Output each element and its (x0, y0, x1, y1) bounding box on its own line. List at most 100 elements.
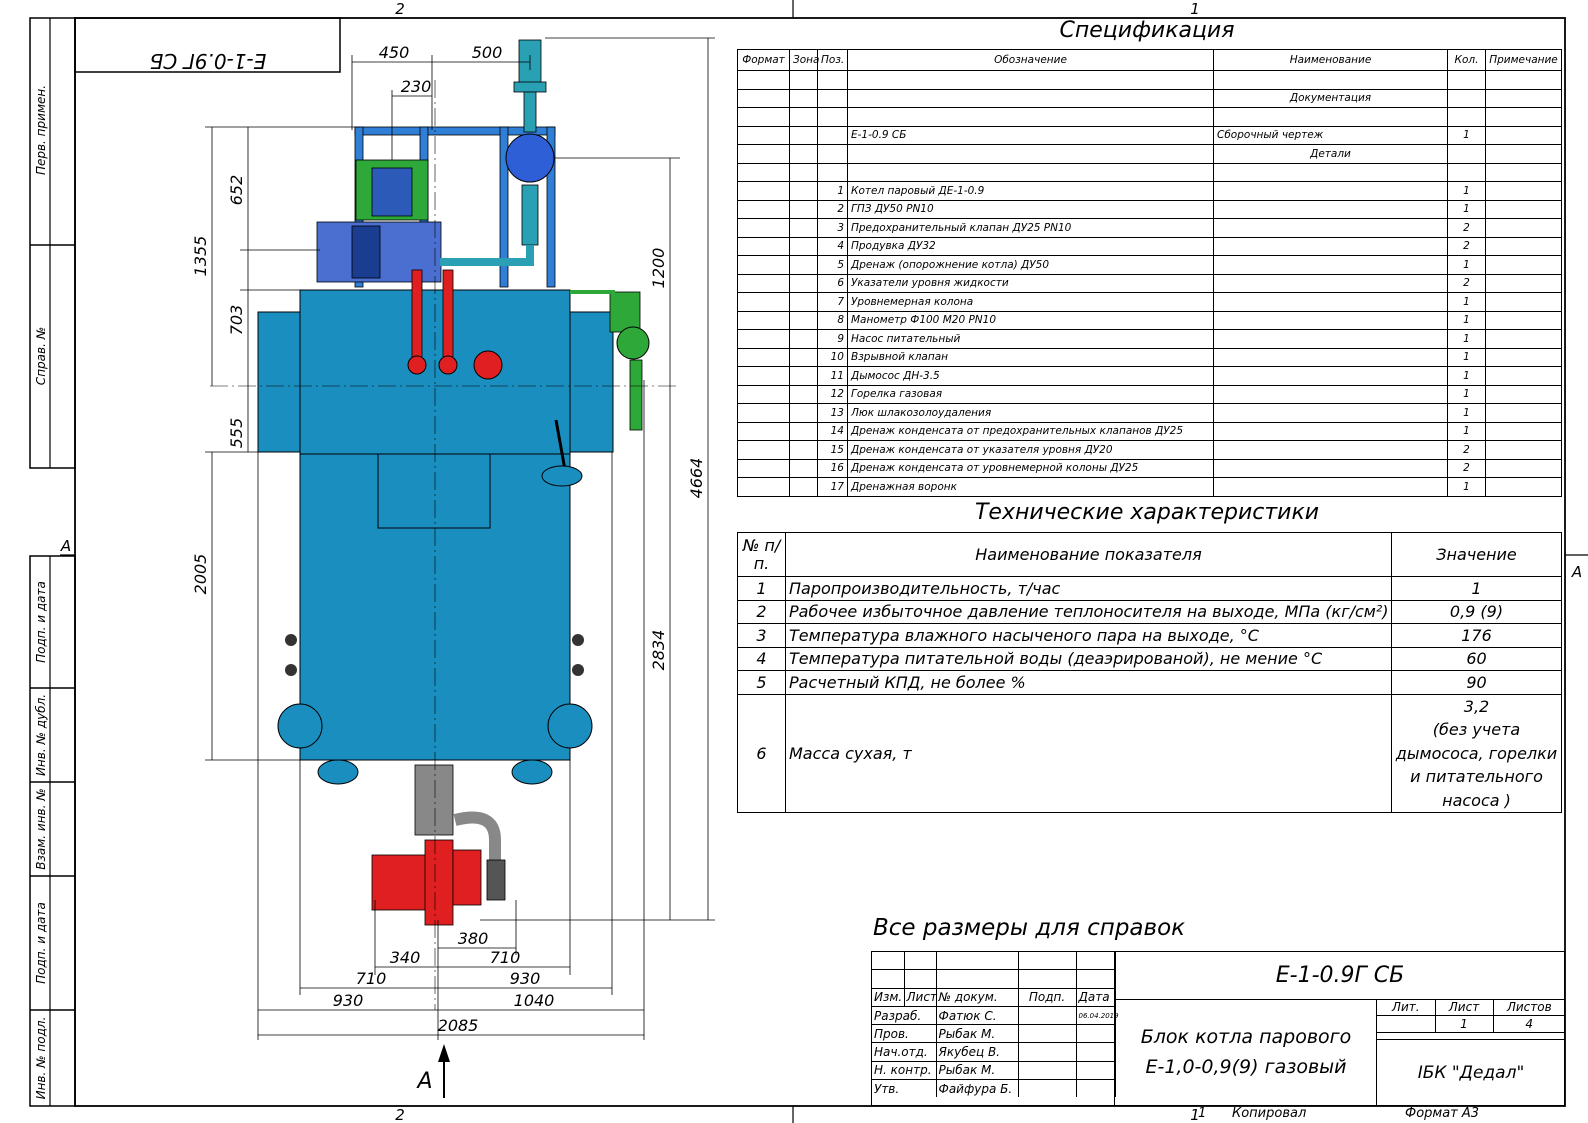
tech-name: Паропроизводительность, т/час (785, 576, 1392, 601)
dim-652: 652 (227, 175, 246, 206)
signature-date (1075, 1079, 1116, 1098)
bottom-sheet-number: 1 (1198, 1106, 1207, 1121)
spec-format (737, 273, 790, 293)
tech-num: 3 (737, 623, 786, 648)
spec-zone (789, 329, 818, 349)
title-product-name: Блок котла парового Е-1,0-0,9(9) газовый (1114, 999, 1377, 1105)
title-block: Е-1-0.9Г СБ Блок котла парового Е-1,0-0,… (871, 950, 1565, 1106)
spec-zone (789, 477, 818, 497)
spec-zone (789, 292, 818, 312)
tech-value: 60 (1391, 646, 1562, 671)
spec-designation: Е-1-0.9 СБ (847, 125, 1214, 145)
company-name: ІБК "Дедал" (1377, 1039, 1565, 1106)
signature-name: Якубец В. (935, 1042, 1019, 1062)
spec-zone (789, 255, 818, 275)
signature-date (1075, 1042, 1116, 1062)
spec-header-name: Наименование (1213, 49, 1448, 71)
spec-zone (789, 162, 818, 182)
spec-designation: Котел паровый ДЕ-1-0.9 (847, 181, 1214, 201)
spec-note (1485, 292, 1562, 312)
spec-pos: 14 (817, 421, 848, 441)
spec-designation: Взрывной клапан (847, 347, 1214, 367)
spec-designation: Дренаж конденсата от уровнемерной колоны… (847, 458, 1214, 478)
spec-name (1213, 458, 1448, 478)
spec-designation: Дымосос ДН-3.5 (847, 366, 1214, 386)
spec-zone (789, 236, 818, 256)
side-label-7: Инв. № подл. (34, 1017, 48, 1100)
spec-note (1485, 107, 1562, 127)
spec-name: Сборочный чертеж (1213, 125, 1448, 145)
zone-top-right: 1 (1190, 0, 1200, 18)
spec-note (1485, 347, 1562, 367)
spec-qty: 2 (1447, 273, 1486, 293)
spec-note (1485, 181, 1562, 201)
spec-name (1213, 329, 1448, 349)
header-doc: № докум. (935, 987, 1019, 1007)
spec-qty: 1 (1447, 421, 1486, 441)
spec-qty: 1 (1447, 366, 1486, 386)
spec-zone (789, 366, 818, 386)
title-line-1: Блок котла парового (1140, 1026, 1352, 1048)
spec-zone (789, 70, 818, 90)
spec-format (737, 366, 790, 386)
spec-note (1485, 273, 1562, 293)
signature-name: Рыбак М. (935, 1060, 1019, 1081)
dim-2005: 2005 (191, 554, 210, 595)
lit-value (1377, 1015, 1436, 1033)
tech-value: 90 (1391, 670, 1562, 695)
spec-designation (847, 70, 1214, 90)
tech-num: 4 (737, 646, 786, 671)
zone-a-left: A (60, 537, 71, 555)
spec-table: Формат Зона Поз. Обозначение Наименовани… (737, 49, 1562, 497)
tech-num: 6 (737, 693, 786, 813)
dim-2834: 2834 (649, 630, 668, 671)
spec-name: Детали (1213, 144, 1448, 164)
spec-qty: 1 (1447, 310, 1486, 330)
spec-designation (847, 88, 1214, 108)
spec-row (737, 107, 1562, 127)
tech-value-line: и питательного (1410, 767, 1543, 786)
spec-header-format: Формат (737, 49, 790, 71)
title-signatures: Изм. Лист № докум. Подп. Дата Разраб.Фат… (872, 950, 1119, 1098)
spec-pos: 6 (817, 273, 848, 293)
spec-format (737, 310, 790, 330)
spec-name: Документация (1213, 88, 1448, 108)
lit-label: Лит. (1377, 999, 1436, 1016)
spec-row (737, 70, 1562, 90)
spec-qty: 1 (1447, 255, 1486, 275)
spec-format (737, 403, 790, 423)
spec-format (737, 218, 790, 238)
header-izm: Изм. (872, 987, 905, 1007)
spec-pos: 5 (817, 255, 848, 275)
dim-500: 500 (472, 43, 503, 62)
spec-zone (789, 199, 818, 219)
spec-qty (1447, 107, 1486, 127)
spec-designation: Предохранительный клапан ДУ25 PN10 (847, 218, 1214, 238)
tech-value-line: насоса ) (1442, 790, 1511, 810)
spec-name (1213, 70, 1448, 90)
sheets-value: 4 (1492, 1015, 1565, 1033)
spec-name (1213, 292, 1448, 312)
spec-qty: 1 (1447, 384, 1486, 404)
spec-note (1485, 88, 1562, 108)
dim-1355: 1355 (191, 236, 210, 277)
spec-note (1485, 477, 1562, 497)
signature-name: Файфура Б. (935, 1079, 1019, 1098)
dim-930-right: 930 (510, 969, 541, 988)
spec-qty (1447, 70, 1486, 90)
spec-format (737, 384, 790, 404)
spec-zone (789, 181, 818, 201)
header-date: Дата (1075, 987, 1116, 1007)
spec-qty: 1 (1447, 329, 1486, 349)
spec-name (1213, 236, 1448, 256)
spec-header-qty: Кол. (1447, 49, 1486, 71)
spec-zone (789, 273, 818, 293)
spec-name (1213, 403, 1448, 423)
spec-note (1485, 384, 1562, 404)
